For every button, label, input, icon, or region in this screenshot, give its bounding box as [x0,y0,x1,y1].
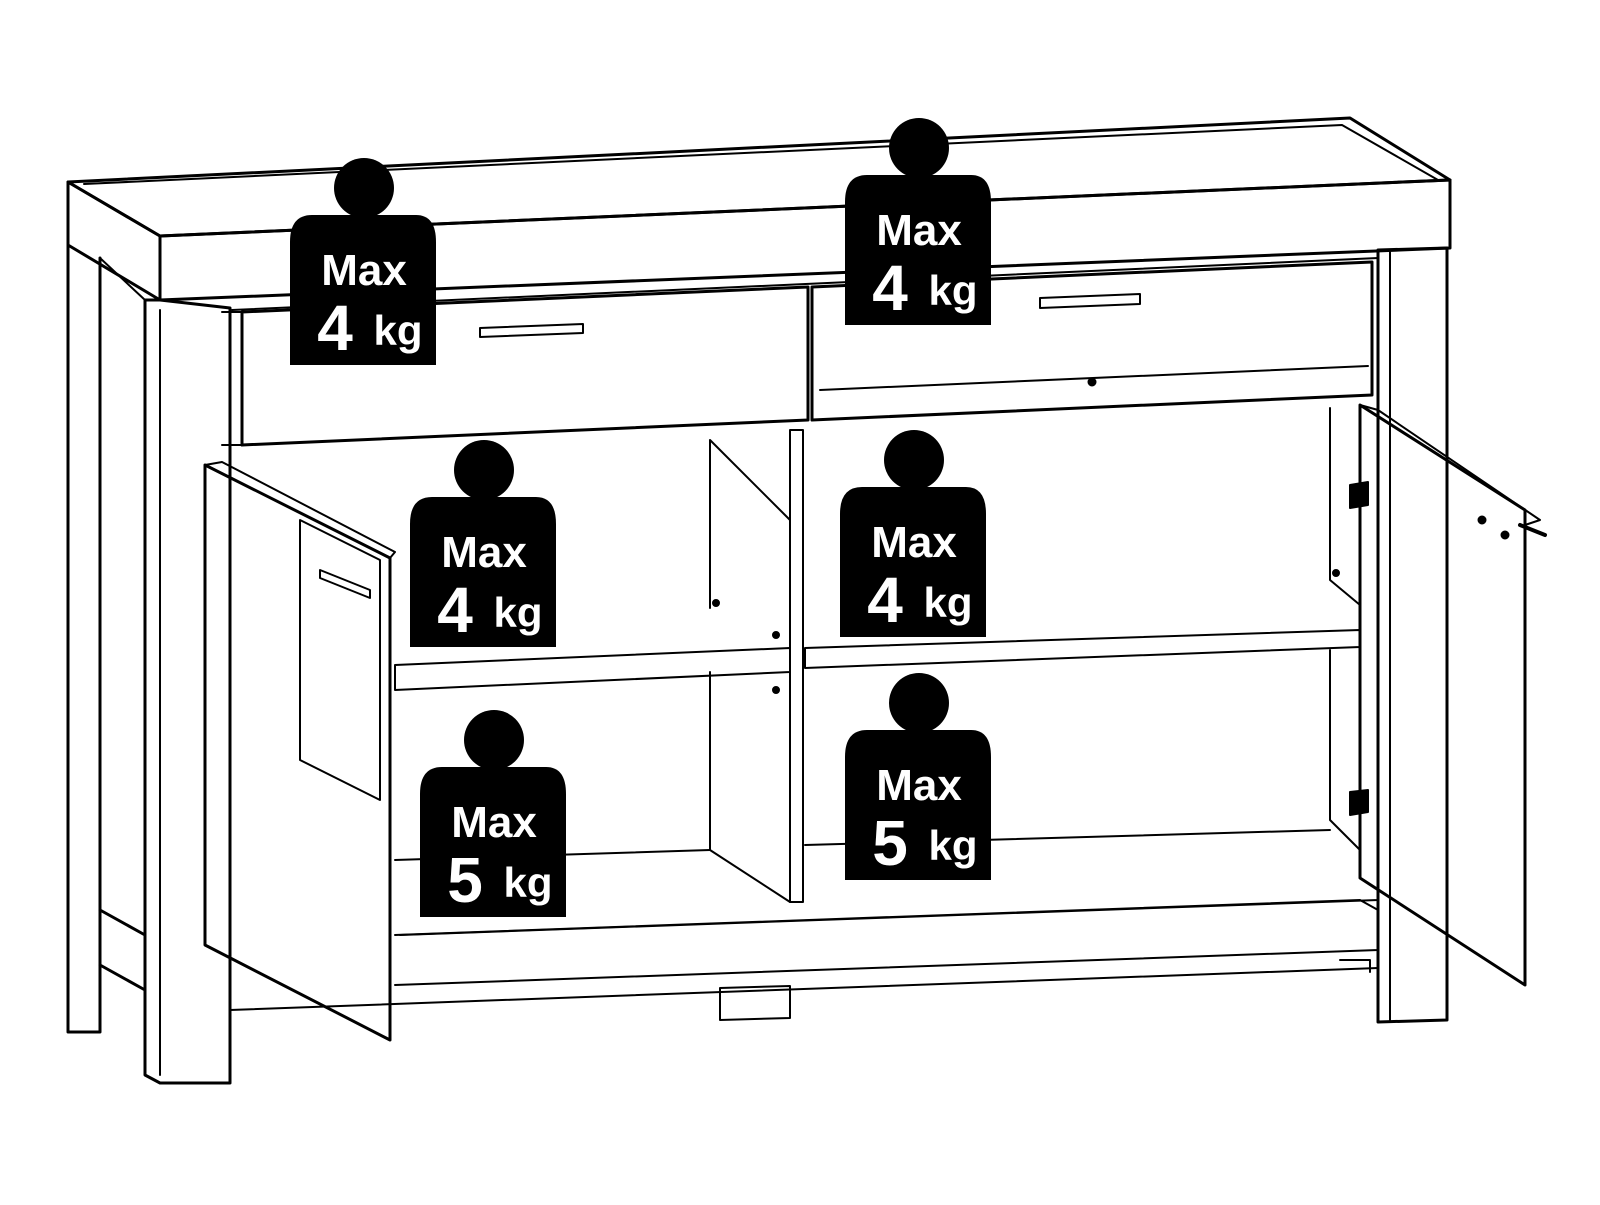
left-drawer-handle [479,323,584,338]
weight-icon-body [290,215,436,365]
left-back-leg [66,243,102,1034]
right-door-hole-lower [1500,530,1510,540]
weight-unit: kg [493,589,542,636]
right-door-handle [1518,523,1547,537]
max-label: Max [871,518,957,567]
left-door-edge [204,461,396,559]
weight-icon-body [420,767,566,917]
max-label: Max [321,246,407,295]
bottom-panel [394,899,1379,986]
right-drawer-front [810,260,1374,422]
right-lower-depth [1329,649,1361,851]
weight-icon-ring [454,440,514,500]
right-door-hinge-lower [1349,789,1369,816]
left-door-handle [319,569,371,599]
left-front-leg [143,298,232,1085]
weight-unit: kg [923,579,972,626]
left-shelf-peg-2 [772,631,780,639]
weight-value: 5 [872,807,908,879]
drawer-side-runner [221,311,243,446]
top-slab-surface [66,116,1452,238]
left-side-rail [99,257,146,301]
weight-unit: kg [503,859,552,906]
weight-icon-ring [889,118,949,178]
right-shelf-depth [1329,407,1361,606]
weight-unit: kg [928,822,977,869]
weight-value: 5 [447,844,483,916]
weight-icon-body [410,497,556,647]
top-slab-inner-edge [83,124,1439,185]
weight-icon-ring [334,158,394,218]
right-rear-foot [1339,959,1371,973]
plinth [229,967,1379,1011]
weight-icon-body [845,730,991,880]
max-label: Max [441,528,527,577]
max-label: Max [876,206,962,255]
max-label: Max [451,798,537,847]
center-foot [719,985,791,1021]
left-shelf-peg-1 [712,599,720,607]
left-bottom-rail [98,908,147,992]
left-door [203,463,392,1042]
weight-value: 4 [867,564,903,636]
right-door-hole-upper [1477,515,1487,525]
weight-value: 4 [872,252,908,324]
weight-icon-ring [884,430,944,490]
right-shelf-peg-2 [1087,377,1097,387]
left-shelf-upper [394,647,791,691]
weight-icon-ring [889,673,949,733]
weight-icon-body [840,487,986,637]
weight-unit: kg [928,267,977,314]
top-slab-side [66,180,162,302]
middle-divider [789,429,804,903]
left-shelf-depth [709,439,791,649]
right-door-edge [1359,404,1541,526]
sideboard-outline [66,116,1547,1085]
right-shelf-peg-1 [1332,569,1340,577]
left-shelf-peg-3 [772,686,780,694]
weight-unit: kg [373,307,422,354]
right-drawer-handle [1039,293,1141,309]
right-door [1358,403,1527,987]
left-lower-depth [709,671,791,903]
right-door-hinge-upper [1349,481,1369,509]
left-door-panel [299,519,381,801]
weight-value: 4 [437,574,473,646]
weight-icon-ring [464,710,524,770]
weight-icon-body [845,175,991,325]
right-front-leg [1376,246,1449,1024]
weight-value: 4 [317,292,353,364]
max-label: Max [876,761,962,810]
